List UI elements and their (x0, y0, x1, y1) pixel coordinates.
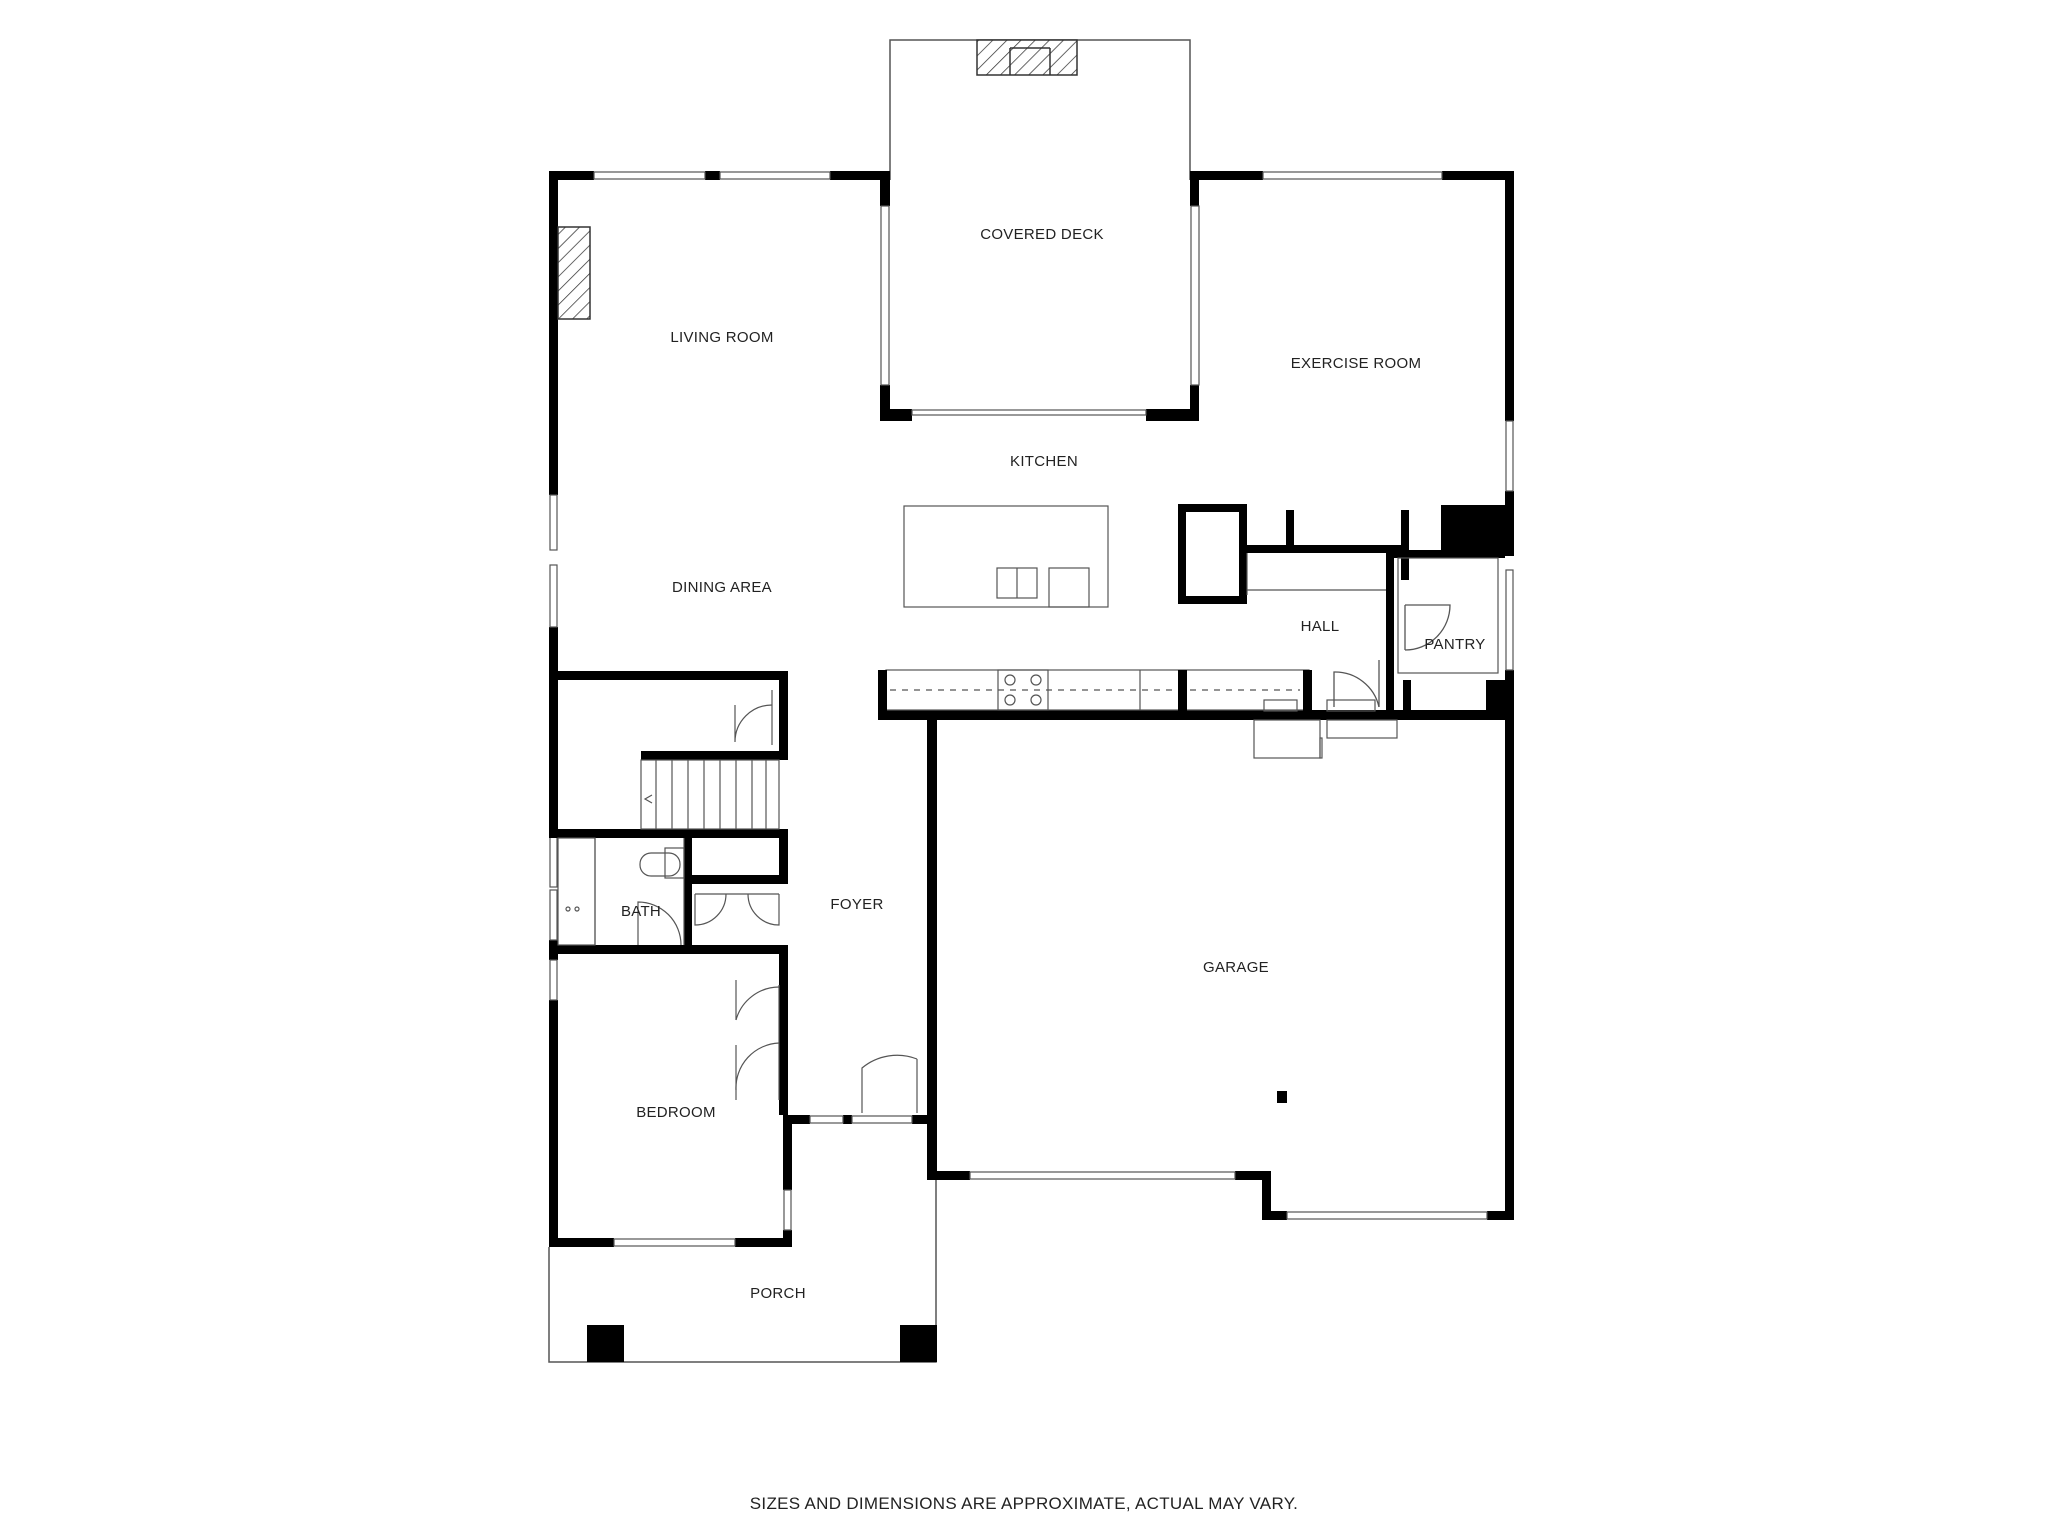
label-garage: GARAGE (1203, 959, 1269, 976)
label-exercise-room: EXERCISE ROOM (1291, 355, 1422, 372)
garage-post (1277, 1091, 1287, 1103)
disclaimer-text: SIZES AND DIMENSIONS ARE APPROXIMATE, AC… (749, 1494, 1299, 1513)
label-bath: BATH (621, 903, 661, 920)
porch-column-right (900, 1325, 937, 1362)
label-living-room: LIVING ROOM (670, 329, 773, 346)
label-covered-deck: COVERED DECK (980, 226, 1104, 243)
west-interior-walls (549, 671, 788, 1115)
kitchen-walls (878, 504, 1312, 720)
toilet (639, 852, 681, 877)
hall-door-swing (1333, 671, 1380, 708)
hall-walls (1239, 505, 1505, 720)
label-foyer: FOYER (830, 896, 883, 913)
hall-doors (1333, 604, 1451, 708)
pantry-door-swing (1404, 604, 1451, 651)
covered-deck (889, 39, 1191, 180)
label-kitchen: KITCHEN (1010, 453, 1078, 470)
label-porch: PORCH (750, 1285, 806, 1302)
deck-fireplace (976, 39, 1078, 76)
living-fireplace (557, 226, 591, 320)
label-hall: HALL (1301, 618, 1340, 635)
label-dining-area: DINING AREA (672, 579, 772, 596)
kitchen-island (903, 505, 1109, 608)
windows (549, 171, 1514, 1247)
label-bedroom: BEDROOM (636, 1104, 716, 1121)
hall-lines (1246, 553, 1499, 759)
room-labels: COVERED DECK LIVING ROOM EXERCISE ROOM K… (621, 226, 1485, 1302)
west-interior-lines (557, 690, 918, 1113)
porch (548, 1180, 937, 1363)
label-pantry: PANTRY (1424, 636, 1485, 653)
porch-column-left (587, 1325, 624, 1362)
stairs (640, 759, 780, 830)
cooktop (997, 669, 1049, 711)
